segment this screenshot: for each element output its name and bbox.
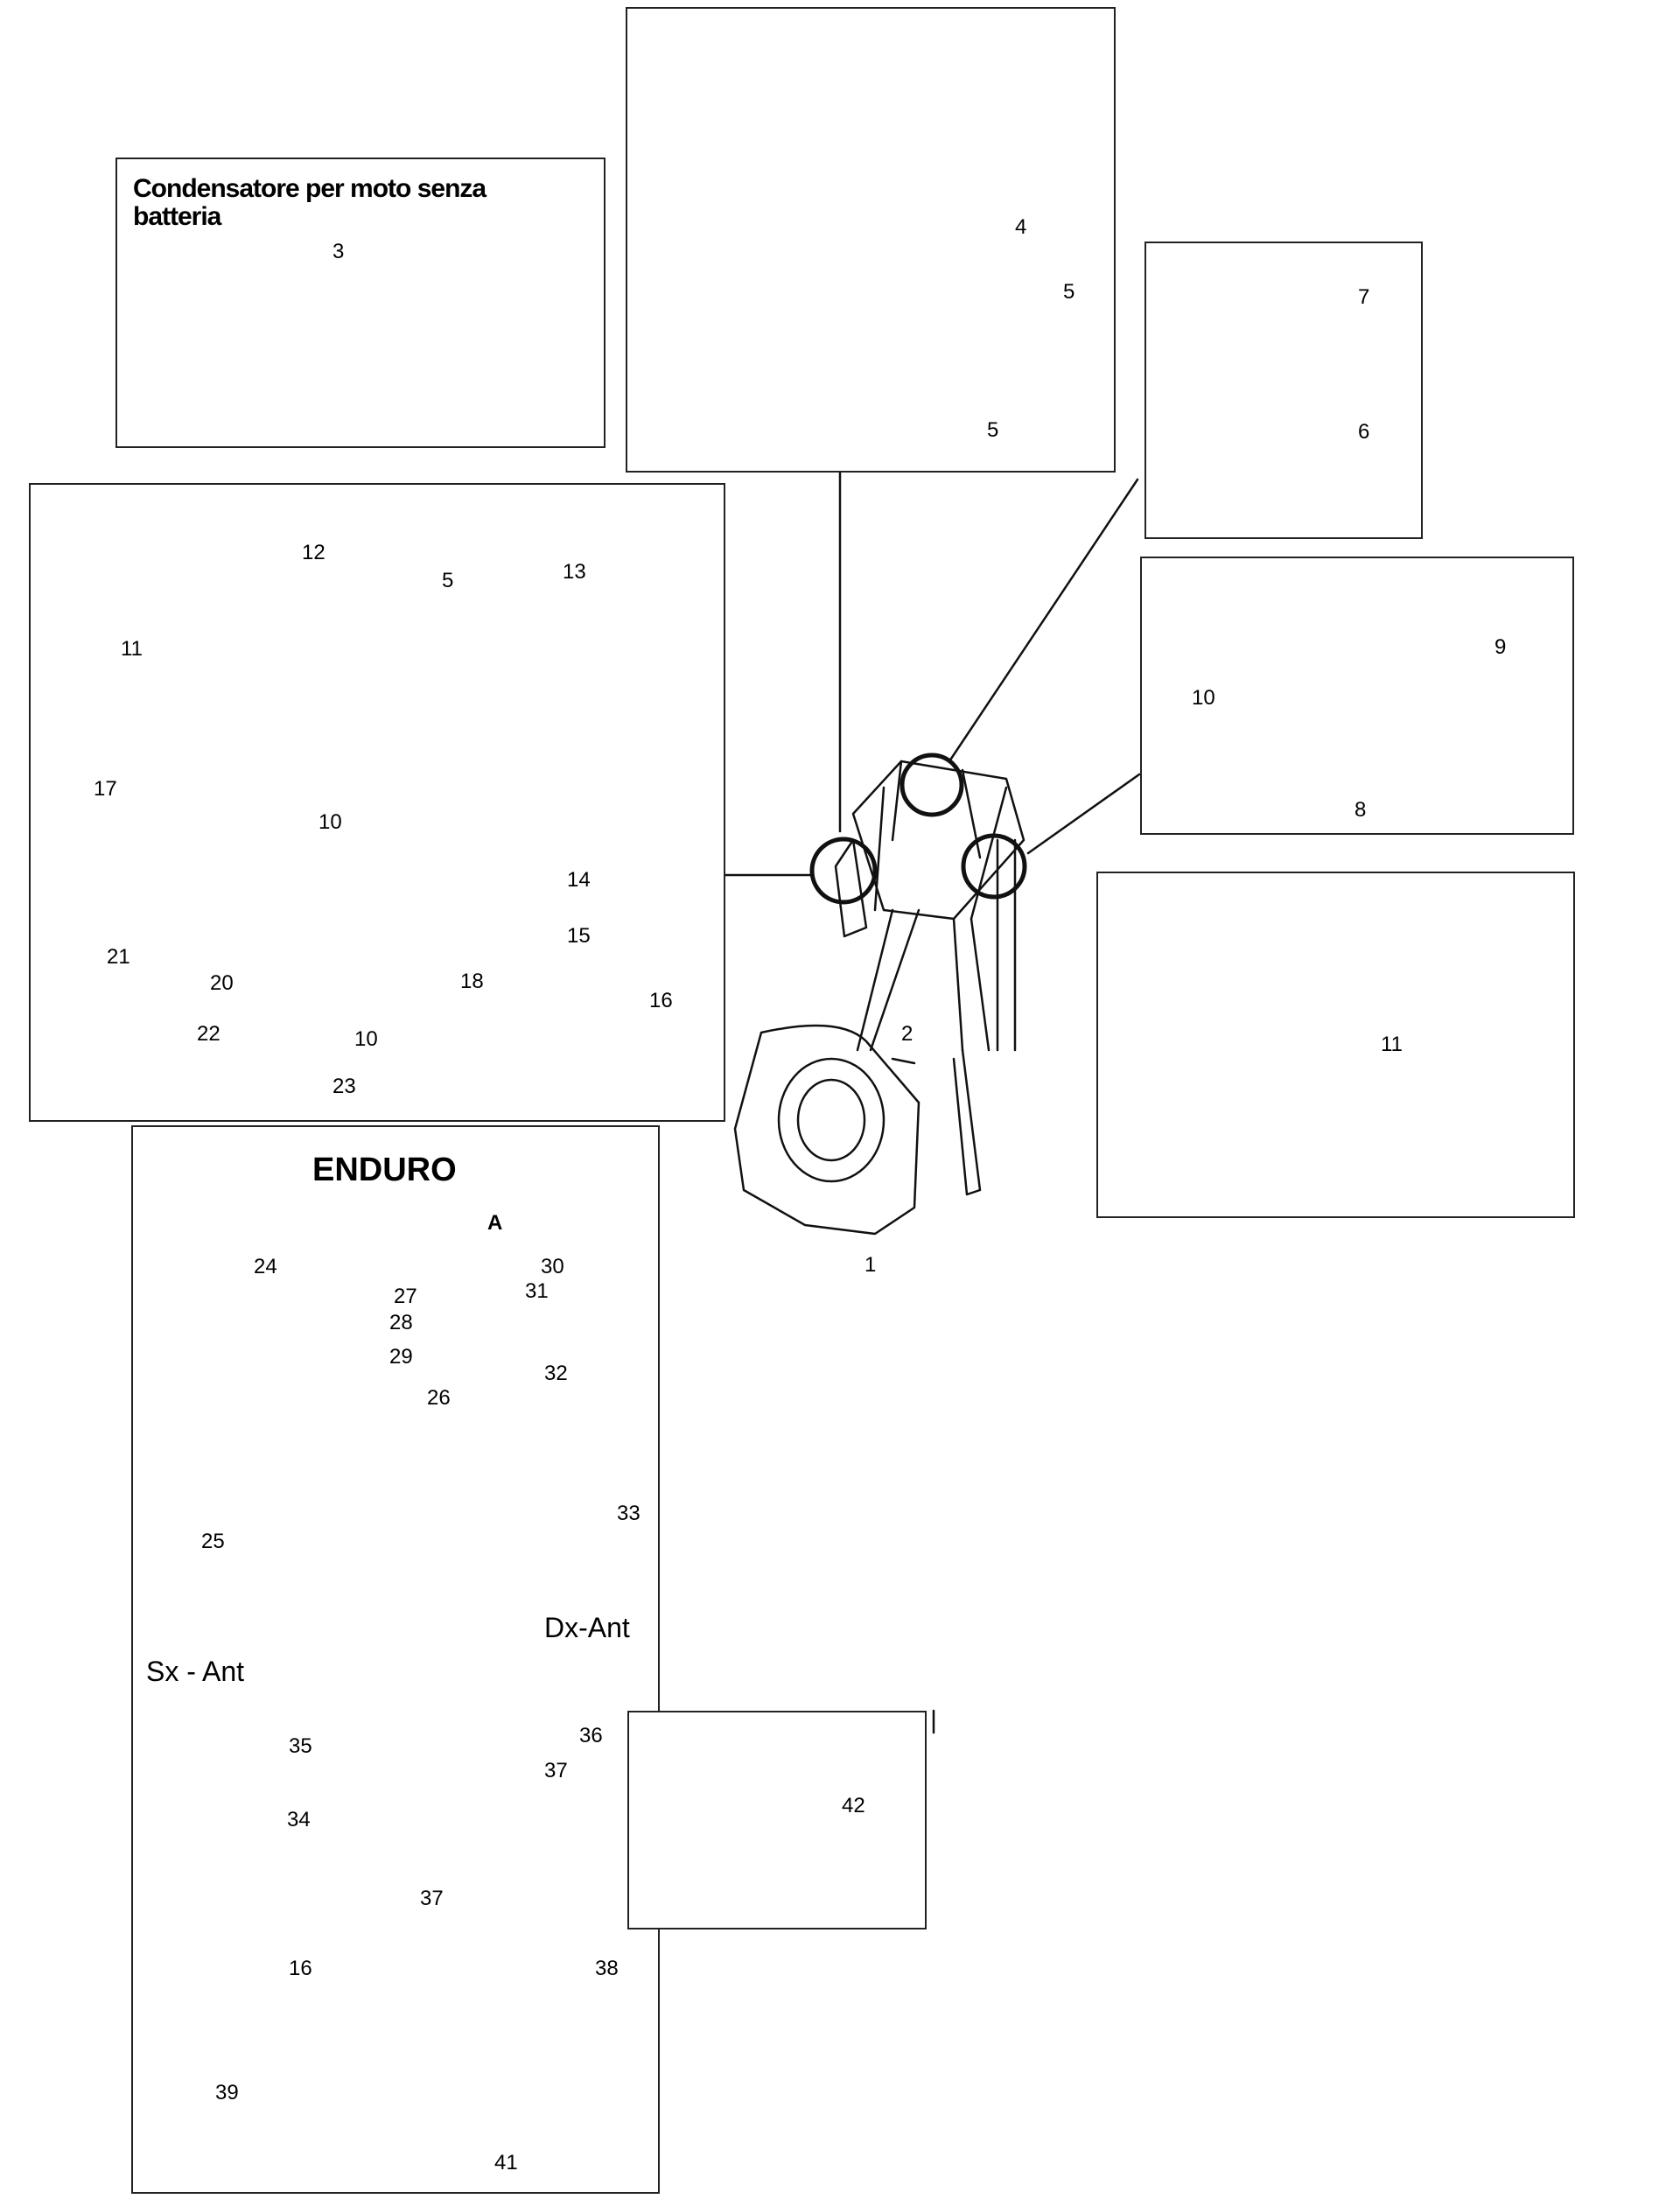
part-label: 5 xyxy=(442,569,454,592)
part-label: 12 xyxy=(302,541,326,564)
side-label-left: Sx - Ant xyxy=(146,1656,245,1687)
part-label: 22 xyxy=(197,1022,220,1046)
capacitor-panel-title: Condensatore per moto senza batteria xyxy=(133,174,486,231)
part-label: 37 xyxy=(420,1887,444,1910)
part-label: 6 xyxy=(1358,420,1370,444)
part-label: 33 xyxy=(617,1502,640,1525)
part-label: 5 xyxy=(1063,280,1075,304)
part-label: 31 xyxy=(525,1279,549,1303)
part-label: 4 xyxy=(1015,215,1027,239)
part-label: 38 xyxy=(595,1957,619,1980)
part-label: 14 xyxy=(567,868,591,892)
part-label: 17 xyxy=(94,777,117,801)
part-label: 11 xyxy=(1381,1033,1403,1056)
capacitor-panel: Condensatore per moto senza batteria 3 xyxy=(116,158,606,448)
part-label: 29 xyxy=(389,1345,413,1369)
part-label: 36 xyxy=(579,1724,603,1747)
part-label: 2 xyxy=(901,1022,914,1046)
part-label: 39 xyxy=(215,2081,239,2104)
detail-circles xyxy=(809,753,1027,905)
part-label: 30 xyxy=(541,1255,564,1278)
part-label: 11 xyxy=(121,637,143,661)
connector-lines xyxy=(720,471,1141,1734)
part-label: 27 xyxy=(394,1285,417,1308)
switch-panel xyxy=(627,1711,927,1929)
part-label: 32 xyxy=(544,1362,568,1385)
part-label: 20 xyxy=(210,971,234,995)
part-label: 24 xyxy=(254,1255,277,1278)
part-label: 3 xyxy=(332,240,345,263)
part-label: 13 xyxy=(563,560,586,584)
part-label: 16 xyxy=(289,1957,312,1980)
harness-panel xyxy=(1096,872,1575,1218)
part-label: 37 xyxy=(544,1759,568,1782)
part-label: 25 xyxy=(201,1530,225,1553)
group-label-a: A xyxy=(487,1211,503,1235)
part-label: 5 xyxy=(987,418,999,442)
part-label: 1 xyxy=(864,1253,877,1277)
part-label: 23 xyxy=(332,1075,356,1098)
enduro-panel-title: ENDURO xyxy=(312,1152,457,1188)
part-label: 10 xyxy=(318,810,342,834)
ecu-panel xyxy=(626,7,1116,473)
enduro-panel: ENDURO xyxy=(131,1125,660,2194)
central-frame-drawing xyxy=(733,760,1026,1236)
part-label: 7 xyxy=(1358,285,1370,309)
part-label: 10 xyxy=(1192,686,1215,710)
part-label: 28 xyxy=(389,1311,413,1334)
part-label: 42 xyxy=(842,1794,865,1817)
part-label: 10 xyxy=(354,1027,378,1051)
bracket-panel xyxy=(1144,242,1423,539)
side-label-right: Dx-Ant xyxy=(544,1612,630,1643)
part-label: 8 xyxy=(1354,798,1367,822)
part-label: 15 xyxy=(567,924,591,948)
part-label: 26 xyxy=(427,1386,451,1410)
part-label: 16 xyxy=(649,989,673,1012)
left-main-panel xyxy=(29,483,725,1122)
part-label: 35 xyxy=(289,1734,312,1758)
part-label: 18 xyxy=(460,970,484,993)
part-label: 21 xyxy=(107,945,130,969)
part-label: 9 xyxy=(1494,635,1507,659)
part-label: 41 xyxy=(494,2151,518,2174)
regulator-panel xyxy=(1140,557,1574,835)
part-label: 34 xyxy=(287,1808,311,1831)
